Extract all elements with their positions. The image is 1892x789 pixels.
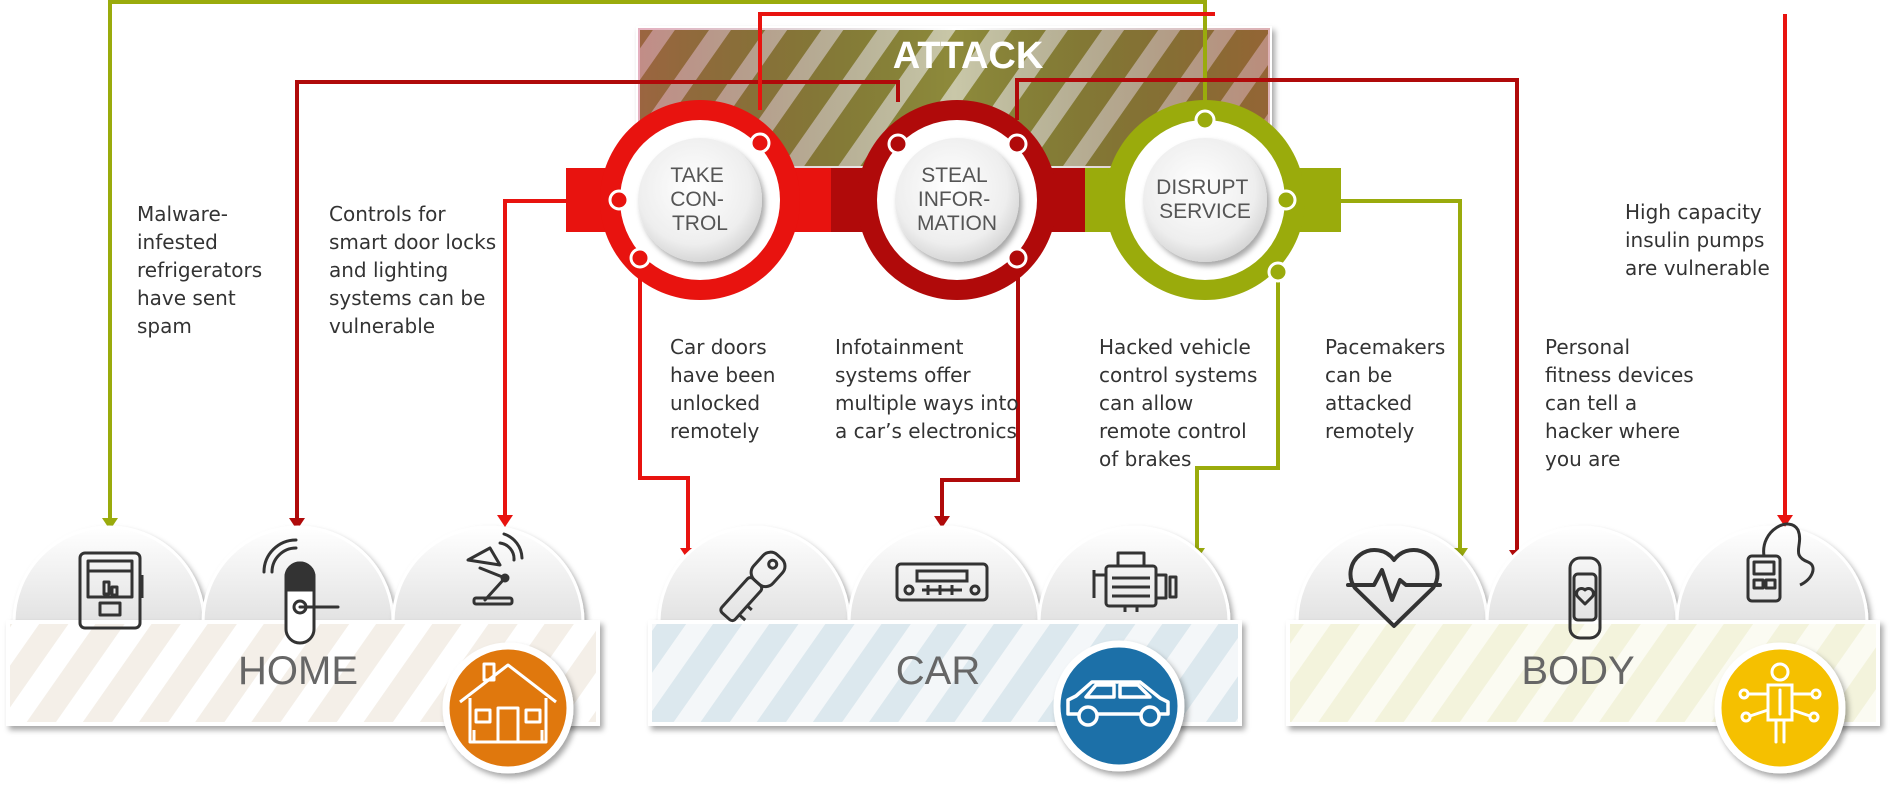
car-radio-icon <box>895 562 989 602</box>
note-infotainment: Infotainment systems offer multiple ways… <box>835 335 1019 443</box>
group-car: CAR <box>648 525 1242 772</box>
car-badge <box>1053 640 1185 772</box>
connector-engine <box>1195 270 1280 550</box>
engine-icon <box>1092 551 1178 612</box>
connector-car-key <box>638 256 690 550</box>
svg-text:DISRUPT SERVICE: DISRUPT SERVICE <box>1156 176 1254 223</box>
body-label: BODY <box>1521 649 1634 693</box>
attack-title: ATTACK <box>893 35 1044 77</box>
steal-information-line-1: STEAL <box>921 164 987 187</box>
steal-information-line-3: MATION <box>917 212 997 235</box>
smart-lock-icon <box>262 538 340 645</box>
ring-disrupt-service: DISRUPT SERVICE <box>1105 100 1305 300</box>
svg-text:STEAL INFOR- MATIO: STEAL INFOR- MATION <box>917 164 997 235</box>
car-tab-3 <box>1037 525 1231 624</box>
refrigerator-icon <box>78 551 144 630</box>
heartbeat-icon <box>1346 548 1442 628</box>
take-control-line-2: CON- <box>670 188 724 211</box>
connector-refrigerator <box>108 0 1207 520</box>
home-tab-1 <box>12 525 206 624</box>
connector-door-lock <box>295 80 900 520</box>
car-tab-1 <box>657 525 851 624</box>
wearable-person-icon <box>1738 662 1822 744</box>
ring-take-control: TAKE CON- TROL <box>600 100 800 300</box>
home-label: HOME <box>238 649 358 693</box>
connector-pacemaker <box>1015 78 1519 552</box>
connector-lines <box>102 0 1793 562</box>
connector-insulin-a <box>758 12 1215 110</box>
home-tab-3 <box>391 525 585 624</box>
note-refrigerators: Malware- infested refrigerators have sen… <box>137 202 263 338</box>
car-label: CAR <box>896 649 980 693</box>
steal-information-line-2: INFOR- <box>918 188 990 211</box>
desk-lamp-icon <box>466 532 524 606</box>
car-key-icon <box>719 550 787 623</box>
connector-heart <box>1336 199 1462 550</box>
connector-lamp <box>503 199 566 517</box>
ring-steal-information: STEAL INFOR- MATION <box>857 100 1057 300</box>
note-vehicle-control: Hacked vehicle control systems can allow… <box>1099 335 1258 471</box>
connector-radio <box>940 256 1020 518</box>
house-icon <box>459 662 557 744</box>
disrupt-service-line-1: DISRUPT <box>1156 176 1248 199</box>
note-fitness-devices: Personal fitness devices can tell a hack… <box>1545 335 1694 471</box>
group-home: HOME <box>6 525 600 774</box>
take-control-line-1: TAKE <box>670 164 723 187</box>
note-pacemakers: Pacemakers can be attacked remotely <box>1325 335 1446 443</box>
insulin-pump-icon <box>1746 522 1815 603</box>
car-icon <box>1066 680 1170 727</box>
note-car-doors: Car doors have been unlocked remotely <box>670 335 776 443</box>
body-tab-1 <box>1295 525 1489 624</box>
take-control-line-3: TROL <box>672 212 728 235</box>
group-body: BODY <box>1286 522 1880 774</box>
note-door-locks: Controls for smart door locks and lighti… <box>329 202 497 338</box>
fitness-tracker-icon <box>1568 556 1602 640</box>
car-tab-2 <box>847 525 1041 624</box>
svg-text:TAKE CON- TROL: TAKE CON- TROL <box>670 164 730 235</box>
note-insulin-pumps: High capacity insulin pumps are vulnerab… <box>1625 200 1770 280</box>
disrupt-service-line-2: SERVICE <box>1159 200 1251 223</box>
